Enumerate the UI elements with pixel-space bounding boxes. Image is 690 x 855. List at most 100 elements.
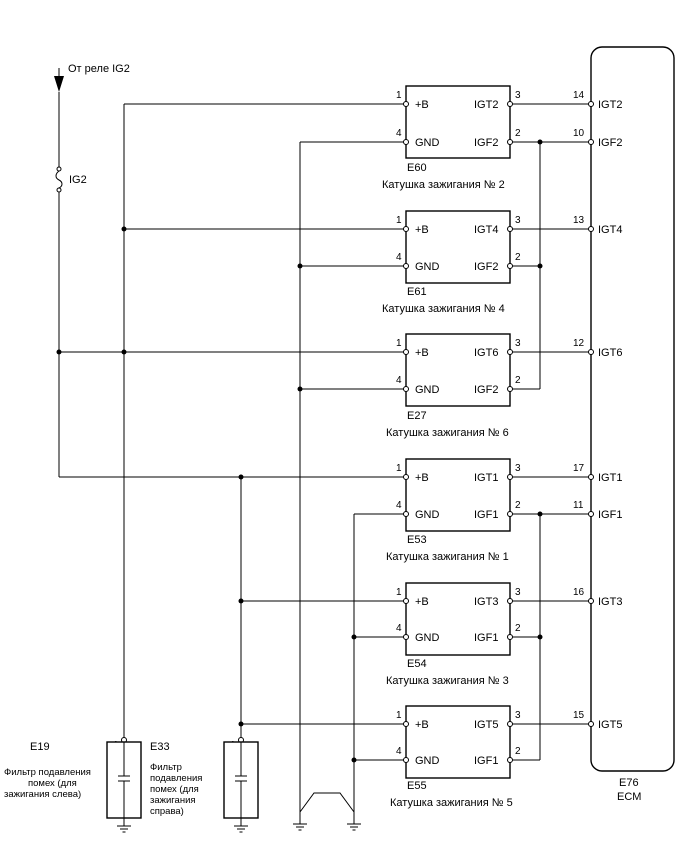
gnd-label: GND — [415, 509, 440, 521]
ecm-pin-label: IGF2 — [598, 137, 622, 149]
pin-number: 2 — [515, 375, 521, 386]
pin-number: 1 — [396, 90, 402, 101]
ground-symbol-icon — [293, 823, 307, 831]
ecm-terminal — [588, 598, 594, 604]
junction-dot — [537, 263, 543, 269]
gnd-label: GND — [415, 384, 440, 396]
filter-e33: 1 E33 Фильтр подавления помех (для зажиг… — [150, 737, 259, 833]
filter-desc: зажигания слева) — [4, 789, 81, 800]
igf-label: IGF2 — [474, 261, 498, 273]
coil-id: E60 — [407, 162, 427, 174]
coil-e53: 1 4 3 2 +B GND IGT1 IGF1 E53 Катушка заж… — [386, 458, 521, 563]
filter-id: E33 — [150, 741, 170, 753]
junction-dot — [121, 349, 127, 355]
ecm-pin-number: 17 — [573, 463, 585, 474]
coil-e60: 1 4 3 2 +B GND IGT2 IGF2 E60 Катушка заж… — [382, 85, 521, 191]
gnd-label: GND — [415, 632, 440, 644]
ecm-terminal — [588, 139, 594, 145]
b-label: +B — [415, 99, 429, 111]
b-label: +B — [415, 596, 429, 608]
ground-symbol-icon — [347, 823, 361, 831]
filter-id: E19 — [30, 741, 50, 753]
junction-dot — [121, 226, 127, 232]
ecm-pin-number: 11 — [573, 500, 584, 511]
coil-caption: Катушка зажигания № 3 — [386, 675, 509, 687]
b-label: +B — [415, 719, 429, 731]
pin-number: 3 — [515, 215, 521, 226]
igf-label: IGF2 — [474, 137, 498, 149]
pin-number: 4 — [396, 252, 402, 263]
pin-number: 3 — [515, 710, 521, 721]
source-arrow-icon — [54, 76, 64, 92]
igt-label: IGT6 — [474, 347, 498, 359]
junction-dot — [238, 721, 244, 727]
coil-id: E27 — [407, 410, 427, 422]
ecm-id: E76 — [619, 777, 639, 789]
fuse-terminal-top — [56, 166, 62, 172]
ecm-terminal — [588, 226, 594, 232]
pin-number: 2 — [515, 500, 521, 511]
junction-dot — [351, 757, 357, 763]
ecm-pin-number: 15 — [573, 710, 585, 721]
igf-label: IGF1 — [474, 755, 498, 767]
pin-number: 2 — [515, 128, 521, 139]
pin-number: 3 — [515, 90, 521, 101]
fuse-label: IG2 — [69, 174, 87, 186]
pin-number: 3 — [515, 338, 521, 349]
igt-label: IGT5 — [474, 719, 498, 731]
filter-desc: помех (для — [28, 778, 77, 789]
ecm-pin-label: IGT3 — [598, 596, 622, 608]
igt-label: IGT2 — [474, 99, 498, 111]
junction-dot — [297, 386, 303, 392]
ecm-terminal — [588, 721, 594, 727]
pin-number: 4 — [396, 746, 402, 757]
pin-number: 4 — [396, 623, 402, 634]
gnd-label: GND — [415, 261, 440, 273]
pin-number: 1 — [396, 215, 402, 226]
junction-dot — [351, 634, 357, 640]
pin-number: 2 — [515, 252, 521, 263]
coil-e61: 1 4 3 2 +B GND IGT4 IGF2 E61 Катушка заж… — [382, 210, 521, 315]
igf-label: IGF2 — [474, 384, 498, 396]
ecm-pin-label: IGT6 — [598, 347, 622, 359]
junction-dot — [238, 474, 244, 480]
pin-number: 1 — [396, 463, 402, 474]
coil-caption: Катушка зажигания № 2 — [382, 179, 505, 191]
filter-desc: зажигания — [150, 795, 196, 806]
igt-label: IGT1 — [474, 472, 498, 484]
fuse-terminal-bottom — [56, 187, 62, 193]
ecm-pin-number: 16 — [573, 587, 585, 598]
filter-desc: Фильтр подавления — [4, 767, 91, 778]
coil-caption: Катушка зажигания № 5 — [390, 797, 513, 809]
b-label: +B — [415, 224, 429, 236]
coil-caption: Катушка зажигания № 6 — [386, 427, 509, 439]
pin-number: 1 — [396, 710, 402, 721]
ecm-pin-label: IGT1 — [598, 472, 622, 484]
ecm-terminal — [588, 349, 594, 355]
pin-number: 4 — [396, 500, 402, 511]
junction-dot — [537, 634, 543, 640]
pin-number: 1 — [396, 587, 402, 598]
coil-caption: Катушка зажигания № 1 — [386, 551, 509, 563]
pin-number: 3 — [515, 463, 521, 474]
ground-bridge — [299, 792, 355, 813]
ecm-pin-number: 13 — [573, 215, 585, 226]
gnd-label: GND — [415, 755, 440, 767]
ecm-pin-number: 10 — [573, 128, 585, 139]
gnd-label: GND — [415, 137, 440, 149]
junction-dot — [238, 598, 244, 604]
ecm-pin-label: IGT4 — [598, 224, 622, 236]
junction-dot — [56, 349, 62, 355]
source-label: От реле IG2 — [68, 63, 130, 75]
fuse-icon — [55, 170, 63, 189]
ecm-terminal — [588, 511, 594, 517]
coil-e27: 1 4 3 2 +B GND IGT6 IGF2 E27 Катушка заж… — [386, 333, 521, 439]
igf-label: IGF1 — [474, 509, 498, 521]
coil-id: E61 — [407, 286, 427, 298]
filter-desc: подавления — [150, 773, 202, 784]
ecm-pin-number: 14 — [573, 90, 585, 101]
coil-id: E55 — [407, 780, 427, 792]
coil-id: E54 — [407, 658, 427, 670]
